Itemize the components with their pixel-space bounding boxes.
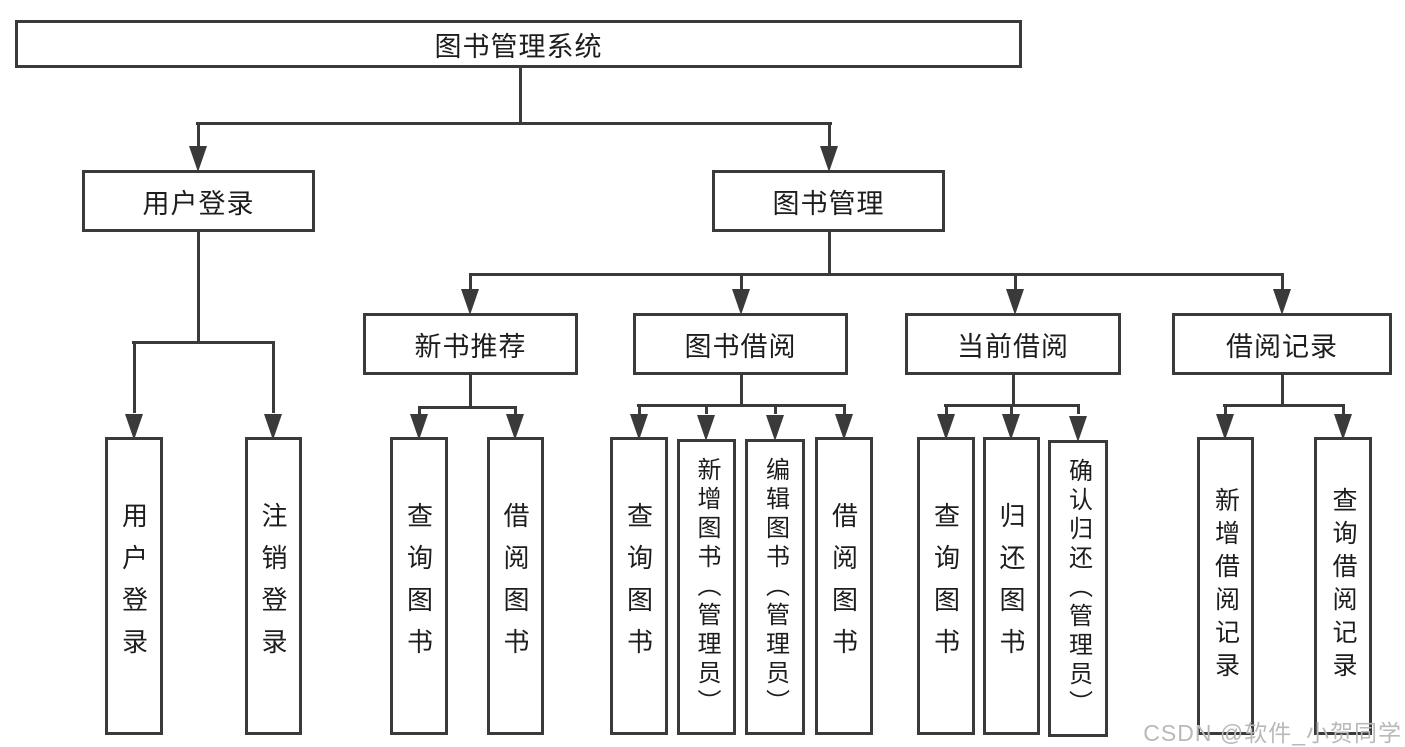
node-label: 新增借阅记录 xyxy=(1211,487,1240,685)
arrow-down-icon xyxy=(461,289,479,315)
connector-line-vertical xyxy=(1076,404,1080,414)
arrow-down-icon xyxy=(1216,414,1234,440)
connector-line-vertical xyxy=(271,341,275,413)
connector-line-vertical xyxy=(739,273,743,290)
node-user-login-group: 用户登录 xyxy=(82,170,315,232)
connector-line-vertical xyxy=(827,232,831,273)
leaf-query-borrow-record: 查询借阅记录 xyxy=(1314,437,1372,735)
node-book-management: 图书管理 xyxy=(712,170,945,232)
connector-line-vertical xyxy=(1280,375,1284,406)
arrow-down-icon xyxy=(1334,414,1352,440)
node-label: 借阅记录 xyxy=(1226,331,1338,362)
node-label: 用户登录 xyxy=(118,502,149,670)
leaf-edit-books-admin: 编辑图书（管理员） xyxy=(745,439,805,735)
node-label: 借阅图书 xyxy=(500,502,530,670)
arrow-down-icon xyxy=(506,414,524,440)
connector-line-vertical xyxy=(196,232,200,342)
node-book-borrow: 图书借阅 xyxy=(633,313,848,375)
leaf-borrow-books: 借阅图书 xyxy=(815,437,873,735)
node-label: 查询借阅记录 xyxy=(1329,487,1357,685)
node-label: 归还图书 xyxy=(996,502,1026,670)
arrow-down-icon xyxy=(732,289,750,315)
connector-line-vertical xyxy=(739,375,743,406)
node-label: 确认归还（管理员） xyxy=(1064,458,1092,719)
arrow-down-icon xyxy=(1002,414,1020,440)
connector-line-vertical xyxy=(468,273,472,290)
connector-line-horizontal xyxy=(418,405,517,409)
arrow-down-icon xyxy=(264,414,282,440)
connector-line-vertical xyxy=(196,125,200,147)
leaf-query-books-current: 查询图书 xyxy=(917,437,975,735)
arrow-down-icon xyxy=(410,414,428,440)
connector-line-vertical xyxy=(1011,375,1015,406)
arrow-down-icon xyxy=(697,415,715,441)
node-label: 借阅图书 xyxy=(828,502,859,670)
connector-line-horizontal xyxy=(1223,403,1345,407)
arrow-down-icon xyxy=(835,414,853,440)
node-label: 注销登录 xyxy=(258,502,288,670)
connector-line-vertical xyxy=(468,375,472,408)
node-library-system: 图书管理系统 xyxy=(15,20,1022,68)
node-label: 新书推荐 xyxy=(414,331,527,362)
leaf-add-books-admin: 新增图书（管理员） xyxy=(677,439,736,735)
connector-line-horizontal xyxy=(469,272,1284,276)
arrow-down-icon xyxy=(1069,416,1087,442)
node-current-borrow: 当前借阅 xyxy=(905,313,1121,375)
node-label: 查询图书 xyxy=(930,502,961,670)
node-label: 图书管理系统 xyxy=(434,31,603,62)
connector-line-vertical xyxy=(773,404,777,414)
connector-line-horizontal xyxy=(132,340,275,344)
leaf-borrow-books-recommend: 借阅图书 xyxy=(487,437,544,735)
connector-line-vertical xyxy=(1341,404,1345,414)
leaf-query-books-recommend: 查询图书 xyxy=(390,437,448,735)
connector-line-vertical xyxy=(637,404,641,414)
leaf-add-borrow-record: 新增借阅记录 xyxy=(1197,437,1254,735)
connector-line-horizontal xyxy=(637,403,846,407)
node-label: 当前借阅 xyxy=(957,331,1069,362)
node-label: 查询图书 xyxy=(623,502,654,670)
arrow-down-icon xyxy=(189,146,207,172)
connector-line-vertical xyxy=(1280,273,1284,290)
leaf-user-login: 用户登录 xyxy=(105,437,163,735)
connector-line-vertical xyxy=(1223,404,1227,414)
connector-line-horizontal xyxy=(944,403,1080,407)
arrow-down-icon xyxy=(1273,289,1291,315)
node-label: 图书管理 xyxy=(772,188,885,219)
arrow-down-icon xyxy=(820,146,838,172)
connector-line-vertical xyxy=(842,404,846,414)
leaf-logout: 注销登录 xyxy=(245,437,302,735)
leaf-return-books: 归还图书 xyxy=(983,437,1040,735)
connector-line-vertical xyxy=(132,341,136,413)
node-new-book-recommend: 新书推荐 xyxy=(363,313,578,375)
connector-line-vertical xyxy=(417,406,421,414)
connector-line-vertical xyxy=(1009,404,1013,414)
leaf-confirm-return-admin: 确认归还（管理员） xyxy=(1048,440,1108,737)
connector-line-vertical xyxy=(704,404,708,414)
arrow-down-icon xyxy=(766,415,784,441)
leaf-query-books-borrow: 查询图书 xyxy=(610,437,668,735)
arrow-down-icon xyxy=(630,414,648,440)
connector-line-vertical xyxy=(827,125,831,147)
arrow-down-icon xyxy=(125,414,143,440)
node-borrow-records: 借阅记录 xyxy=(1172,313,1392,375)
arrow-down-icon xyxy=(937,414,955,440)
connector-line-vertical xyxy=(518,68,522,125)
node-label: 查询图书 xyxy=(403,502,434,670)
connector-line-vertical xyxy=(1013,273,1017,290)
connector-line-horizontal xyxy=(196,121,832,125)
node-label: 用户登录 xyxy=(142,188,255,219)
node-label: 图书借阅 xyxy=(684,331,797,362)
node-label: 新增图书（管理员） xyxy=(693,456,720,718)
connector-line-vertical xyxy=(944,404,948,414)
node-label: 编辑图书（管理员） xyxy=(761,456,789,718)
arrow-down-icon xyxy=(1006,289,1024,315)
connector-line-vertical xyxy=(513,406,517,414)
watermark: CSDN @软件_小贺同学 xyxy=(1143,720,1402,746)
